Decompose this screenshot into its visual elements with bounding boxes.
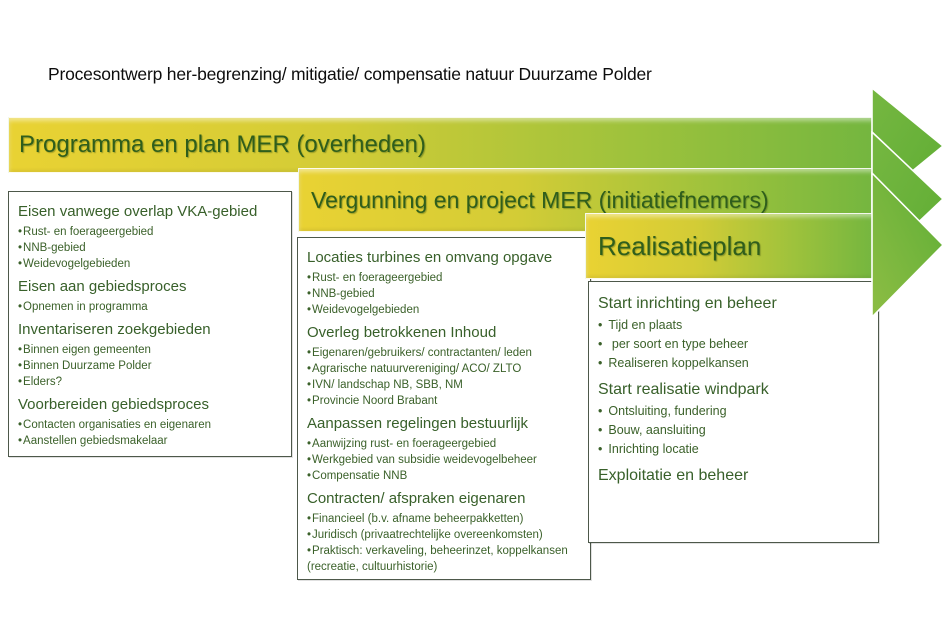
bullet-item: Realiseren koppelkansen <box>598 354 868 373</box>
bullet-item: Bouw, aansluiting <box>598 421 868 440</box>
bullet-item: Opnemen in programma <box>18 299 281 315</box>
bullet-item: Rust- en foerageergebied <box>18 224 281 240</box>
section-heading: Exploitatie en beheer <box>598 467 749 484</box>
arrow-head-icon <box>871 87 945 206</box>
section-heading: Start inrichting en beheer <box>598 295 777 312</box>
bullet-item: Aanstellen gebiedsmakelaar <box>18 433 281 449</box>
bullet-item: Compensatie NNB <box>307 468 580 484</box>
arrow-label: Vergunning en project MER (initiatiefnem… <box>311 186 769 213</box>
section-heading: Locaties turbines en omvang opgave <box>307 249 553 266</box>
bullet-item: Rust- en foerageergebied <box>307 270 580 286</box>
bullet-item: Binnen eigen gemeenten <box>18 342 281 358</box>
bullet-item: NNB-gebied <box>18 240 281 256</box>
bullet-item: per soort en type beheer <box>598 335 868 354</box>
process-arrow-realisatieplan: Realisatieplan <box>585 213 875 279</box>
section-heading: Voorbereiden gebiedsproces <box>18 396 209 413</box>
bullet-item: Aanwijzing rust- en foerageergebied <box>307 436 580 452</box>
bullet-item: Ontsluiting, fundering <box>598 402 868 421</box>
bullet-item: Juridisch (privaatrechtelijke overeenkom… <box>307 527 580 543</box>
section-heading: Inventariseren zoekgebieden <box>18 321 211 338</box>
bullet-item: Financieel (b.v. afname beheerpakketten) <box>307 511 580 527</box>
bullet-item: Praktisch: verkaveling, beheerinzet, kop… <box>307 543 580 575</box>
slide-title: Procesontwerp her-begrenzing/ mitigatie/… <box>48 64 652 84</box>
bullet-item: IVN/ landschap NB, SBB, NM <box>307 377 580 393</box>
section-heading: Start realisatie windpark <box>598 381 769 398</box>
bullet-item: Eigenaren/gebruikers/ contractanten/ led… <box>307 345 580 361</box>
arrow-head-icon <box>871 172 945 319</box>
bullet-item: Inrichting locatie <box>598 440 868 459</box>
bullet-item: NNB-gebied <box>307 286 580 302</box>
bullet-item: Tijd en plaats <box>598 316 868 335</box>
detail-box-programma: Eisen vanwege overlap VKA-gebied Rust- e… <box>8 191 292 457</box>
bullet-item: Agrarische natuurvereniging/ ACO/ ZLTO <box>307 361 580 377</box>
arrow-head-icon <box>871 131 945 268</box>
section-heading: Aanpassen regelingen bestuurlijk <box>307 415 528 432</box>
bullet-item: Weidevogelgebieden <box>307 302 580 318</box>
bullet-item: Binnen Duurzame Polder <box>18 358 281 374</box>
bullet-item: Provincie Noord Brabant <box>307 393 580 409</box>
detail-box-vergunning: Locaties turbines en omvang opgave Rust-… <box>297 237 591 580</box>
section-heading: Contracten/ afspraken eigenaren <box>307 490 526 507</box>
process-arrow-programma: Programma en plan MER (overheden) <box>8 117 875 173</box>
section-heading: Eisen aan gebiedsproces <box>18 278 187 295</box>
arrow-label: Programma en plan MER (overheden) <box>19 131 426 158</box>
detail-box-realisatie: Start inrichting en beheer Tijd en plaat… <box>588 281 879 543</box>
bullet-item: Weidevogelgebieden <box>18 256 281 272</box>
section-heading: Eisen vanwege overlap VKA-gebied <box>18 203 258 220</box>
arrow-label: Realisatieplan <box>598 230 762 261</box>
section-heading: Overleg betrokkenen Inhoud <box>307 324 497 341</box>
process-arrow-vergunning: Vergunning en project MER (initiatiefnem… <box>298 168 875 232</box>
bullet-item: Elders? <box>18 374 281 390</box>
bullet-item: Contacten organisaties en eigenaren <box>18 417 281 433</box>
bullet-item: Werkgebied van subsidie weidevogelbeheer <box>307 452 580 468</box>
